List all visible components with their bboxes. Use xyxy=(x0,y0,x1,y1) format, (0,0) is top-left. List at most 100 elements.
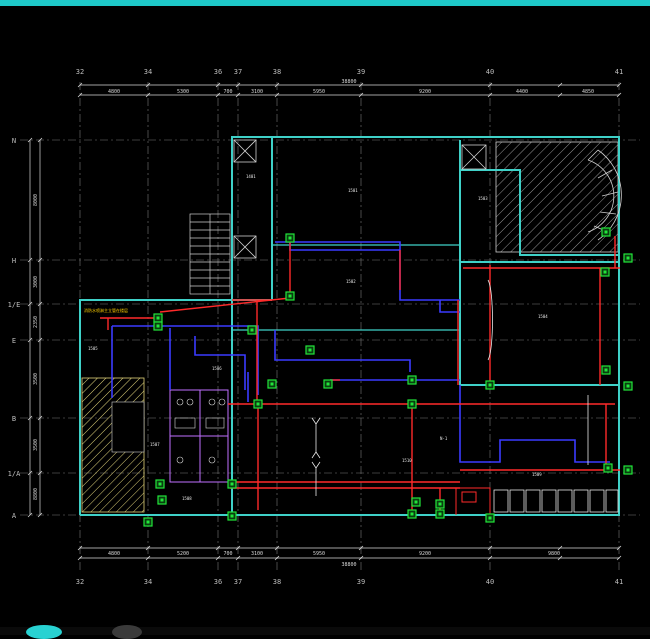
spiral-stair-symbol xyxy=(587,149,622,241)
axis-row-label: E xyxy=(12,337,16,345)
dim-seg: 4850 xyxy=(582,89,594,95)
dimension-tick xyxy=(145,82,151,88)
dim-seg: 3500 xyxy=(33,373,39,385)
device-marker-core xyxy=(230,514,234,518)
dimension-tick xyxy=(27,415,33,421)
dimension-text-bottom: 4800 5200 700 3100 5950 9200 9800 38800 xyxy=(108,551,560,568)
room-label: 1506 xyxy=(212,366,222,371)
dimension-tick xyxy=(557,555,563,561)
hatched-area-right xyxy=(495,141,619,253)
dimension-tick xyxy=(37,512,43,518)
axis-col-label: 41 xyxy=(615,68,623,76)
device-marker-core xyxy=(438,512,442,516)
axis-col-label: 40 xyxy=(486,578,494,586)
room-label: 1509 xyxy=(532,472,542,477)
room-label: 1503 xyxy=(478,196,488,201)
axis-col-label: 34 xyxy=(144,578,152,586)
axis-col-label: 37 xyxy=(234,68,242,76)
walls xyxy=(79,136,620,516)
dim-seg: 3000 xyxy=(33,276,39,288)
dimension-tick xyxy=(616,545,622,551)
dimension-tick xyxy=(557,92,563,98)
annotation-tag: 1401 xyxy=(246,174,256,179)
dim-seg: 5950 xyxy=(313,551,325,557)
device-marker-core xyxy=(326,382,330,386)
axis-col-label: 40 xyxy=(486,68,494,76)
dimension-tick xyxy=(274,555,280,561)
restroom-block xyxy=(169,389,229,483)
dimension-tick xyxy=(27,337,33,343)
dim-seg: 9800 xyxy=(548,551,560,557)
dimension-lines xyxy=(29,84,619,559)
dimension-tick xyxy=(77,92,83,98)
dimension-tick xyxy=(235,92,241,98)
stair-symbol xyxy=(189,213,231,295)
dimension-tick xyxy=(77,545,83,551)
equipment-boxes xyxy=(493,489,619,513)
device-marker-core xyxy=(488,516,492,520)
dimension-tick xyxy=(37,337,43,343)
axis-col-label: 34 xyxy=(144,68,152,76)
device-marker-core xyxy=(626,384,630,388)
axis-col-label: 41 xyxy=(615,578,623,586)
dimension-tick xyxy=(215,92,221,98)
annotation-note: 消防水喷淋主立管在楼层 xyxy=(84,307,128,313)
dimension-tick xyxy=(235,82,241,88)
device-marker-core xyxy=(250,328,254,332)
window-bottom-bar xyxy=(0,627,650,635)
dimension-text-left: 8000 3000 2350 3500 3500 8800 xyxy=(33,194,39,500)
device-marker-core xyxy=(606,466,610,470)
axis-row-label: A xyxy=(12,512,17,520)
dim-seg: 4800 xyxy=(108,89,120,95)
dimension-tick xyxy=(487,92,493,98)
dim-seg: 2350 xyxy=(33,316,39,328)
taskbar-indicator[interactable] xyxy=(26,625,62,639)
device-marker-core xyxy=(308,348,312,352)
device-marker-core xyxy=(438,502,442,506)
dimension-tick xyxy=(487,555,493,561)
branch-symbols xyxy=(311,279,589,496)
axis-row-label: H xyxy=(12,257,16,265)
dimension-tick xyxy=(27,470,33,476)
device-markers xyxy=(143,227,633,527)
dimension-tick xyxy=(37,137,43,143)
axis-row-label: N xyxy=(12,137,16,145)
elevator-symbol xyxy=(233,139,487,259)
dim-seg: 8000 xyxy=(33,194,39,206)
dimension-tick xyxy=(77,82,83,88)
axis-col-label: 39 xyxy=(357,578,365,586)
dim-seg: 5200 xyxy=(177,551,189,557)
room-label: 1504 xyxy=(538,314,548,319)
dimension-tick xyxy=(37,415,43,421)
window-top-border xyxy=(0,0,650,6)
dimension-tick xyxy=(557,545,563,551)
dim-seg: 3100 xyxy=(251,89,263,95)
dim-seg: 9200 xyxy=(419,89,431,95)
room-label: 1507 xyxy=(150,442,160,447)
grid-lines xyxy=(20,82,640,570)
dimension-tick xyxy=(37,301,43,307)
device-marker-core xyxy=(158,482,162,486)
dimension-tick xyxy=(487,545,493,551)
dimension-tick xyxy=(27,257,33,263)
taskbar-indicator-2[interactable] xyxy=(112,625,142,639)
device-marker-core xyxy=(410,402,414,406)
device-marker-core xyxy=(160,498,164,502)
dim-seg: 8800 xyxy=(33,488,39,500)
device-marker-core xyxy=(156,324,160,328)
dim-seg: 700 xyxy=(223,551,232,557)
dimension-tick xyxy=(77,555,83,561)
dimension-tick xyxy=(37,470,43,476)
dimension-tick xyxy=(27,301,33,307)
axis-col-label: 32 xyxy=(76,68,84,76)
device-marker-core xyxy=(603,270,607,274)
dimension-tick xyxy=(235,555,241,561)
pump-room-outline xyxy=(455,487,491,515)
dimension-tick xyxy=(215,555,221,561)
dim-total-top: 38800 xyxy=(341,79,356,85)
axis-col-label: 36 xyxy=(214,68,222,76)
device-marker-core xyxy=(288,236,292,240)
device-marker-core xyxy=(604,230,608,234)
